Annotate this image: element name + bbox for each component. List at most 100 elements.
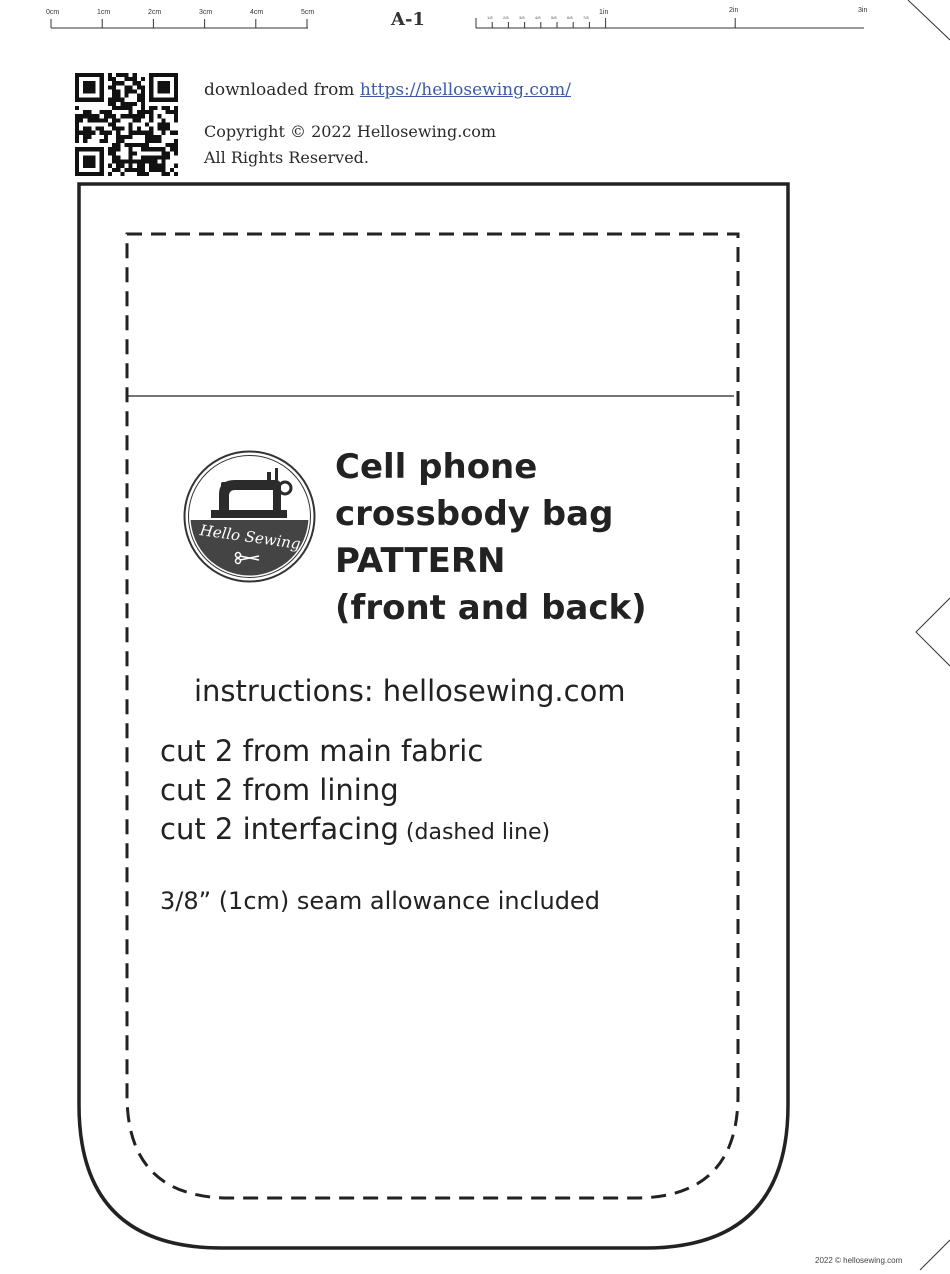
seam-allowance-note: 3/8” (1cm) seam allowance included	[160, 887, 600, 915]
cm-label: 4cm	[250, 9, 263, 16]
cm-label: 5cm	[301, 9, 314, 16]
qr-module	[157, 85, 162, 90]
qr-module	[153, 159, 158, 164]
qr-module	[79, 118, 84, 123]
qr-module	[132, 159, 137, 164]
title-line: crossbody bag	[335, 494, 614, 534]
qr-module	[165, 73, 170, 78]
qr-module	[165, 126, 170, 131]
qr-module	[128, 105, 133, 111]
qr-module	[83, 73, 88, 78]
alignment-notch-side	[915, 597, 950, 667]
qr-module	[99, 77, 104, 82]
qr-module	[116, 97, 121, 102]
qr-module	[157, 114, 162, 119]
qr-module	[128, 130, 133, 135]
qr-module	[145, 147, 150, 152]
qr-code-icon	[75, 73, 178, 176]
qr-module	[83, 171, 88, 176]
qr-module	[173, 163, 178, 168]
qr-module	[99, 147, 104, 152]
qr-module	[153, 138, 158, 144]
qr-module	[128, 134, 133, 139]
qr-module	[173, 85, 178, 90]
page-code: A-1	[391, 9, 425, 30]
qr-module	[83, 138, 88, 144]
qr-module	[124, 143, 129, 148]
qr-module	[83, 163, 88, 168]
qr-module	[124, 159, 129, 164]
qr-module	[173, 105, 178, 111]
qr-module	[99, 97, 104, 102]
qr-module	[161, 89, 166, 94]
qr-module	[87, 147, 92, 152]
qr-module	[112, 126, 117, 131]
qr-module	[75, 93, 80, 98]
qr-module	[157, 89, 162, 94]
qr-module	[107, 171, 113, 176]
qr-module	[145, 159, 150, 164]
qr-module	[153, 147, 158, 152]
qr-module	[99, 130, 104, 135]
qr-module	[79, 171, 84, 176]
qr-module	[83, 110, 88, 115]
qr-module	[75, 77, 80, 82]
qr-module	[75, 130, 80, 135]
alignment-notch-top	[907, 0, 950, 41]
qr-module	[107, 101, 113, 106]
qr-module	[161, 73, 166, 78]
qr-module	[136, 143, 141, 148]
qr-module	[124, 89, 129, 94]
qr-module	[120, 105, 125, 111]
qr-module	[128, 122, 133, 127]
qr-module	[112, 147, 117, 152]
qr-module	[112, 159, 117, 164]
qr-module	[75, 105, 80, 111]
inch-fraction-label: 4/8	[535, 15, 541, 20]
qr-module	[165, 155, 170, 160]
qr-module	[140, 93, 146, 98]
qr-module	[107, 73, 113, 78]
qr-module	[91, 147, 96, 152]
qr-module	[120, 171, 125, 176]
qr-module	[75, 138, 80, 144]
qr-module	[75, 167, 80, 172]
qr-module	[116, 143, 121, 148]
qr-module	[87, 130, 92, 135]
qr-module	[95, 114, 100, 119]
qr-module	[107, 130, 113, 135]
qr-module	[157, 155, 162, 160]
copyright-block: Copyright © 2022 Hellosewing.com All Rig…	[204, 119, 496, 171]
qr-module	[99, 155, 104, 160]
qr-module	[173, 73, 178, 78]
qr-module	[149, 110, 154, 115]
measurement-ruler: 0cm 1cm 2cm 3cm 4cm 5cm 1/8 2/8 3/8 4/8 …	[46, 7, 867, 29]
qr-module	[75, 114, 80, 119]
qr-module	[136, 114, 141, 119]
qr-module	[83, 130, 88, 135]
qr-module	[157, 147, 162, 152]
qr-module	[173, 118, 178, 123]
qr-module	[116, 93, 121, 98]
title-line: Cell phone	[335, 447, 538, 487]
qr-module	[107, 122, 113, 127]
inch-fraction-label: 3/8	[519, 15, 525, 20]
qr-module	[79, 97, 84, 102]
inch-fraction-label: 7/8	[583, 15, 589, 20]
title-line: PATTERN	[335, 541, 506, 581]
qr-module	[112, 151, 117, 156]
qr-module	[140, 147, 146, 152]
qr-module	[128, 143, 133, 148]
download-link[interactable]: https://hellosewing.com/	[359, 80, 571, 100]
qr-module	[149, 167, 154, 172]
qr-module	[173, 81, 178, 86]
qr-module	[116, 118, 121, 123]
qr-module	[165, 89, 170, 94]
qr-module	[91, 81, 96, 86]
qr-module	[91, 171, 96, 176]
qr-module	[91, 159, 96, 164]
qr-module	[99, 73, 104, 78]
qr-module	[75, 151, 80, 156]
qr-module	[140, 77, 146, 82]
